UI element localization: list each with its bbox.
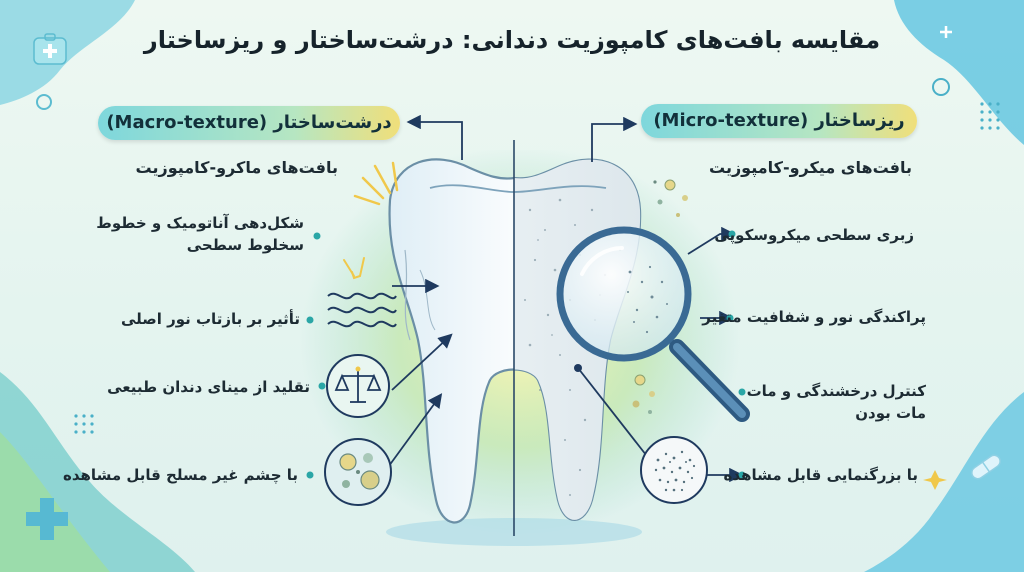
pill-capsule-icon: [971, 454, 1001, 480]
top-right-blob: [894, 0, 1024, 145]
top-left-blob: [0, 0, 135, 105]
dots-grid-icon-left: [74, 414, 94, 434]
light-rays-icon: [353, 161, 399, 206]
macro-item-1: شکل‌دهی آناتومیک و خطوط سخلوط سطحی: [96, 214, 304, 254]
micro-item-4: با بزرگنمایی قابل مشاهده: [723, 466, 918, 484]
micro-texture-circle-icon: [640, 436, 708, 504]
particle-cluster-top: [653, 179, 688, 217]
particle-cluster-bottom: [632, 374, 655, 414]
dots-grid-icon: [980, 102, 1000, 130]
medical-kit-icon: [33, 33, 67, 65]
magnifying-glass-icon: [556, 226, 750, 422]
macro-item-3: تقلید از مینای دندان طبیعی: [107, 378, 310, 396]
macro-item-4: با چشم غیر مسلح قابل مشاهده: [63, 466, 298, 484]
page-title: مقایسه بافت‌های کامپوزیت دندانی: درشت‌سا…: [143, 26, 881, 54]
particles-circle-icon: [324, 438, 392, 506]
waves-icon: [327, 257, 397, 328]
ring-icon: [36, 94, 52, 110]
cross-icon-bottom-left: [26, 498, 68, 540]
bottom-right-blob: [864, 392, 1024, 572]
micro-item-3: کنترل درخشندگی و مات مات بودن: [746, 382, 926, 422]
micro-texture-heading: ریزساختار (Micro-texture): [641, 104, 917, 138]
macro-texture-heading: درشت‌ساختار (Macro-texture): [98, 106, 400, 140]
micro-item-2: پراکندگی نور و شفافیت متغیر: [702, 308, 926, 326]
macro-subheading: بافت‌های ماکرو-کامپوزیت: [135, 158, 338, 177]
ring-icon-right: [932, 78, 950, 96]
micro-subheading: بافت‌های میکرو-کامپوزیت: [709, 158, 912, 177]
micro-item-1: زبری سطحی میکروسکوپی: [714, 226, 914, 244]
balance-scale-icon: [326, 354, 390, 418]
macro-item-2: تأثیر بر بازتاب نور اصلی: [120, 310, 300, 328]
plus-icon: [940, 26, 952, 38]
